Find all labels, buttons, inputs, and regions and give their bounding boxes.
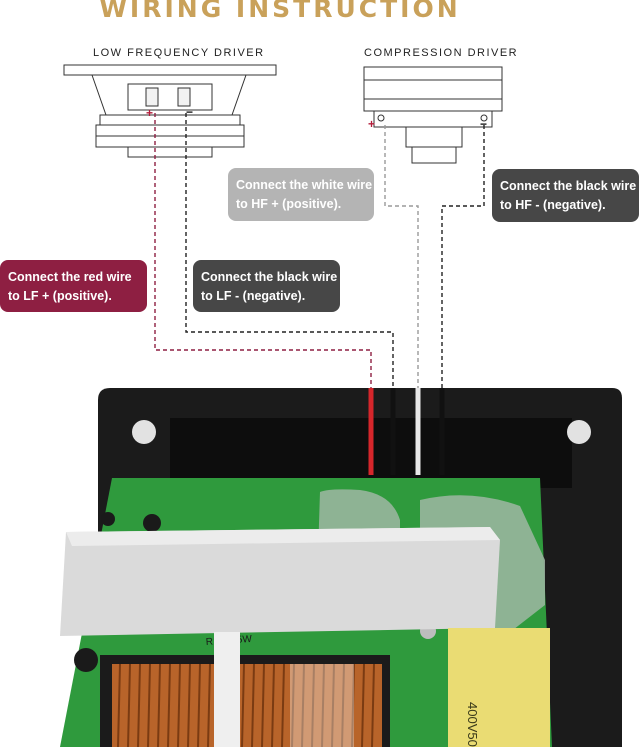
callout-line-1: Connect the black wire xyxy=(201,270,338,284)
hf-white-wire-path xyxy=(384,125,419,390)
capacitor-text: 400V50 xyxy=(465,702,480,747)
crossover-board: R1 R 25W 400V50 xyxy=(60,388,622,747)
callout-line-2: to LF - (negative). xyxy=(201,289,306,303)
compression-driver-label: COMPRESSION DRIVER xyxy=(364,47,519,59)
callout-black-wire-hf-minus: Connect the black wire to HF - (negative… xyxy=(492,169,639,222)
callout-line-1: Connect the red wire xyxy=(8,270,132,284)
mounting-hole-right xyxy=(567,420,591,444)
callout-line-2: to HF - (negative). xyxy=(500,198,606,212)
page-title: WIRING INSTRUCTION xyxy=(99,0,461,23)
low-frequency-driver-label: LOW FREQUENCY DRIVER xyxy=(93,47,265,59)
compression-driver-drawing xyxy=(363,66,503,164)
lf-black-wire-path xyxy=(185,113,394,390)
callout-line-1: Connect the black wire xyxy=(500,179,637,193)
callout-line-2: to LF + (positive). xyxy=(8,289,112,303)
inductor-coil xyxy=(112,664,382,747)
lf-minus-marker: − xyxy=(186,105,194,119)
low-frequency-driver-drawing xyxy=(63,64,277,158)
wire-paths xyxy=(154,113,485,390)
capacitor xyxy=(448,628,550,747)
red-wire-path xyxy=(154,113,372,390)
hf-plus-marker: + xyxy=(368,117,376,131)
solid-wires xyxy=(368,388,445,475)
callout-line-1: Connect the white wire xyxy=(236,178,373,192)
lf-plus-marker: + xyxy=(146,106,154,120)
resistor-block xyxy=(60,527,500,636)
mounting-hole-left xyxy=(132,420,156,444)
callout-line-2: to HF + (positive). xyxy=(236,197,342,211)
hf-minus-marker: − xyxy=(480,117,488,131)
callout-black-wire-lf-minus: Connect the black wire to LF - (negative… xyxy=(193,260,340,312)
callout-red-wire-lf-plus: Connect the red wire to LF + (positive). xyxy=(0,260,147,312)
hf-black-wire-path xyxy=(441,125,485,390)
callout-white-wire-hf-plus: Connect the white wire to HF + (positive… xyxy=(228,168,374,221)
